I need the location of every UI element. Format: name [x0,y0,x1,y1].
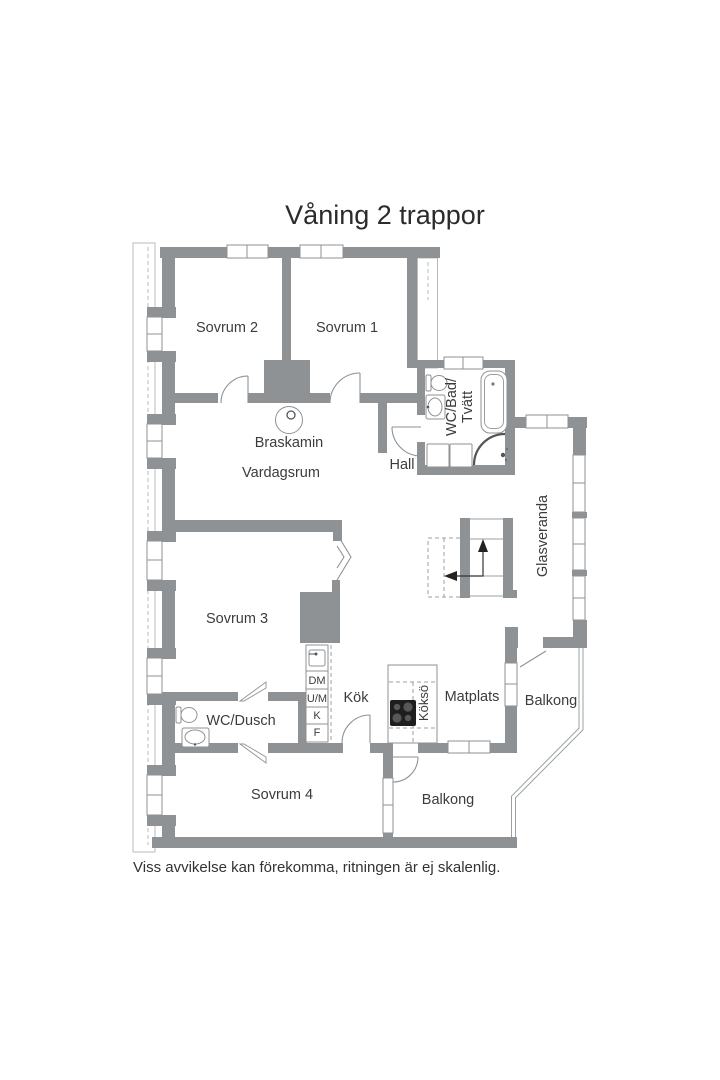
pocket-door-wc-dusch-top [238,681,267,702]
window [572,454,586,513]
cooktop-icon [390,700,416,726]
stairs-left-arrow-icon [444,571,457,581]
doors [220,372,547,783]
wood-stove-icon [275,406,303,434]
washing-machine-icon [426,443,450,468]
kitchen-island [387,664,438,744]
room-label-wc-bad-line2: Tvätt [460,391,476,423]
window [504,662,518,707]
door-sovrum1 [329,372,361,404]
kitchen-sink-icon [305,644,329,672]
room-label-matplats: Matplats [445,689,500,705]
window [572,517,586,571]
toilet-icon [175,706,198,724]
room-label-glasveranda: Glasveranda [535,494,551,577]
window [146,774,163,816]
pocket-door-wc-dusch-bottom [238,743,267,764]
door-hall-bathroom [391,426,422,457]
disclaimer-text: Viss avvikelse kan förekomma, ritningen … [133,859,500,876]
stairs-direction-line [455,550,484,577]
stairwell-shaft [417,257,438,369]
windows [146,244,586,834]
room-label-sovrum1: Sovrum 1 [316,320,378,336]
appliance-label-k: K [313,710,321,722]
door-balkong-upper [519,650,547,668]
door-balkong-lower [392,756,419,783]
freezer-box [305,723,329,743]
window [382,777,394,834]
staircase [427,518,503,598]
window [226,244,269,259]
window [299,244,344,259]
room-label-balkong-lower: Balkong [422,792,474,808]
room-label-kokso: Köksö [416,685,431,721]
window [572,575,586,621]
toilet-icon [425,374,448,392]
page-title: Våning 2 trappor [285,200,485,230]
room-label-braskamin: Braskamin [255,435,324,451]
room-label-sovrum2: Sovrum 2 [196,320,258,336]
room-label-wc-dusch: WC/Dusch [206,713,275,729]
sliding-door-sovrum3 [336,533,352,581]
walls [147,247,587,848]
window [447,740,491,754]
room-label-wc-bad-line1: WC/Bad/ [444,377,460,436]
window [525,414,569,429]
window [146,657,163,695]
room-label-sovrum3: Sovrum 3 [206,611,268,627]
stairs-up-arrow-icon [478,539,488,552]
room-label-balkong-upper: Balkong [525,693,577,709]
labels: Våning 2 trappor Sovrum 2 Sovrum 1 Brask… [133,200,577,876]
room-label-kok: Kök [344,690,370,706]
balcony-railing [511,648,584,837]
door-sovrum2 [220,375,249,404]
room-label-vardagsrum: Vardagsrum [242,465,320,481]
corner-shower-icon [472,432,508,466]
appliance-label-um: U/M [307,693,327,705]
room-label-hall: Hall [390,457,415,473]
appliance-label-dm: DM [308,675,325,687]
window [146,540,163,581]
fixtures [175,370,508,748]
room-label-sovrum4: Sovrum 4 [251,787,313,803]
sink-icon [181,727,210,748]
window [443,356,484,370]
window [146,423,163,459]
appliance-label-f: F [314,727,321,739]
door-kok [341,714,371,744]
sink-icon [425,394,446,420]
window [146,316,163,352]
washing-machine-icon [449,443,473,468]
bathtub-icon [480,370,508,434]
